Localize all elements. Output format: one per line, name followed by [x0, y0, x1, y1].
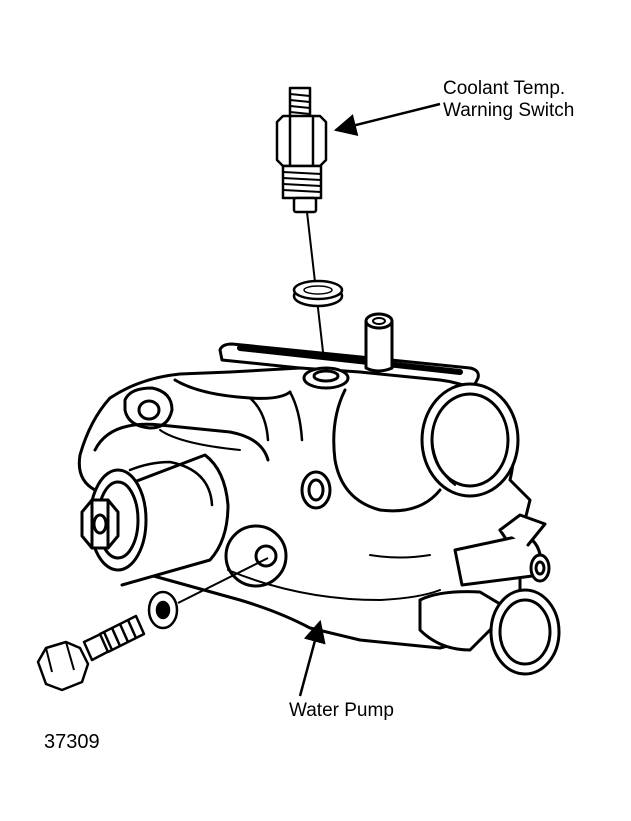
coolant-switch-label: Coolant Temp. Warning Switch [443, 78, 574, 122]
bolt-alignment-line [177, 557, 269, 604]
switch-callout-arrow [333, 102, 441, 137]
bolt-washer [147, 590, 179, 630]
figure-number: 37309 [44, 731, 100, 753]
coolant-switch-label-line2: Warning Switch [443, 100, 575, 121]
water-pump-label: Water Pump [289, 700, 394, 721]
coolant-temp-warning-switch [275, 86, 328, 214]
mounting-bolt [36, 614, 146, 692]
sealing-washer [292, 279, 344, 308]
pump-callout-arrow [298, 619, 326, 697]
coolant-switch-label-line1: Coolant Temp. [443, 78, 566, 99]
